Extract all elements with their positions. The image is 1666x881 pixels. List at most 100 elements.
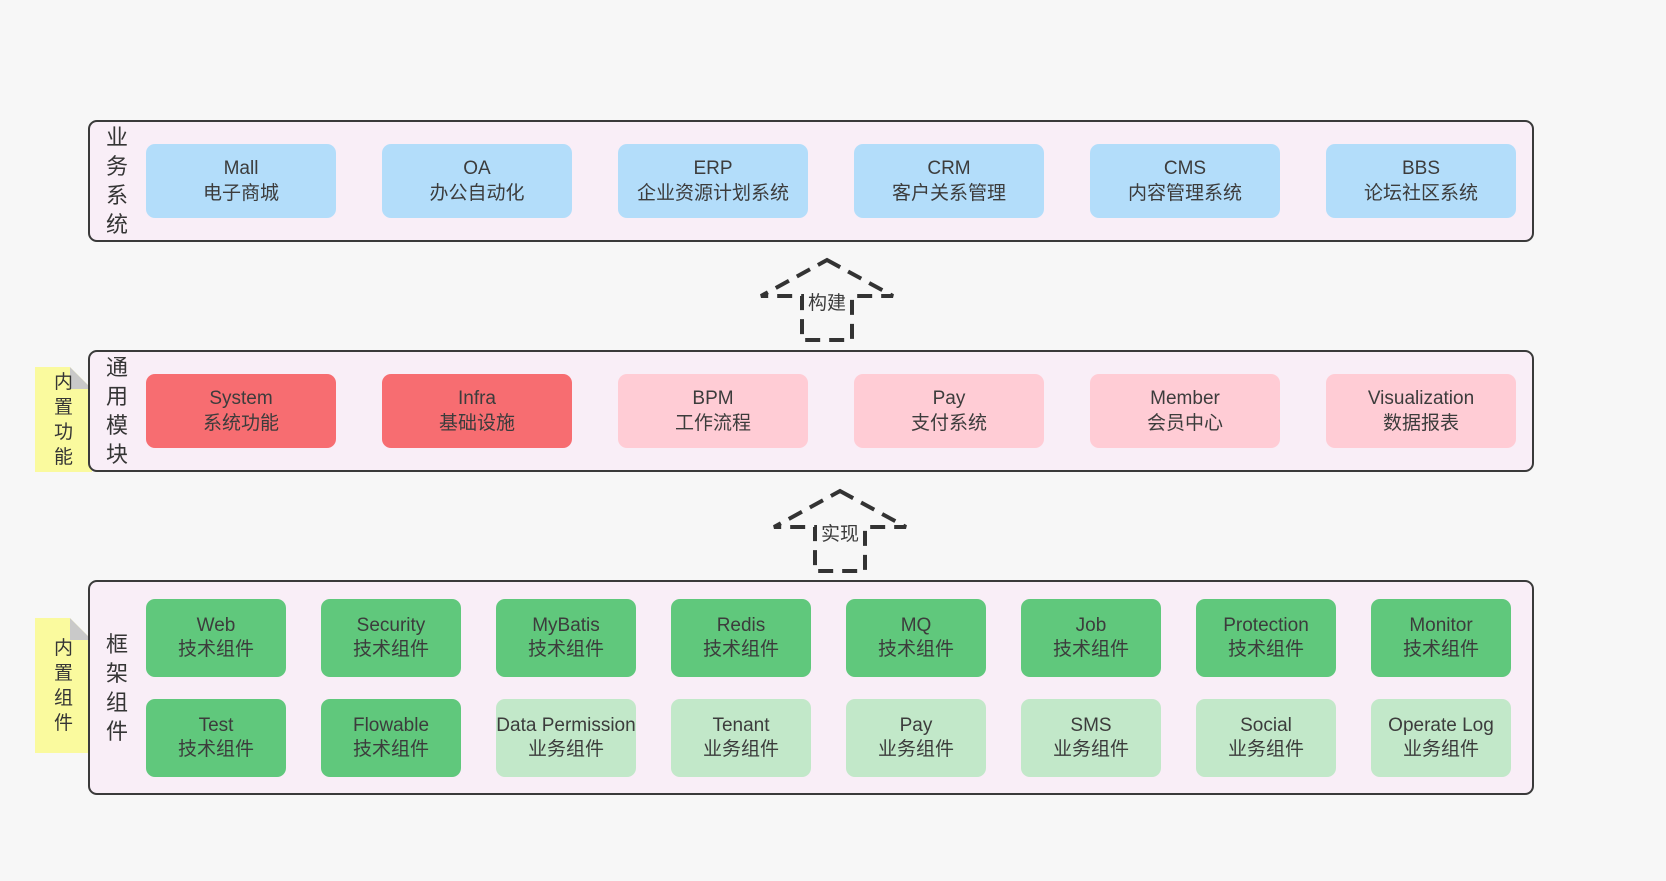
box-subtitle: 技术组件 bbox=[352, 738, 429, 760]
box-subtitle: 内容管理系统 bbox=[1127, 183, 1242, 204]
box-title: Mall bbox=[223, 158, 259, 179]
box-title: Infra bbox=[457, 388, 497, 409]
box-subtitle: 电子商城 bbox=[202, 183, 279, 204]
box-subtitle: 论坛社区系统 bbox=[1363, 183, 1478, 204]
box-title: Monitor bbox=[1409, 614, 1473, 636]
layer-label: 业 务 系 统 bbox=[105, 125, 128, 237]
arrow-label: 构建 bbox=[804, 288, 850, 315]
box-subtitle: 技术组件 bbox=[877, 638, 954, 660]
box-title: OA bbox=[463, 158, 491, 179]
box-title: CMS bbox=[1163, 158, 1207, 179]
box-title: Pay bbox=[899, 714, 933, 736]
box-title: Test bbox=[198, 714, 234, 736]
layer-common-modules: 通 用 模 块 System 系统功能 Infra 基础设施 BPM 工作流程 Pay 支付系… bbox=[88, 350, 1534, 472]
box-title: Social bbox=[1240, 714, 1292, 736]
box-subtitle: 工作流程 bbox=[674, 413, 751, 434]
box-title: System bbox=[209, 388, 273, 409]
box-subtitle: 企业资源计划系统 bbox=[636, 183, 789, 204]
box-subtitle: 客户关系管理 bbox=[891, 183, 1006, 204]
box-subtitle: 技术组件 bbox=[177, 638, 254, 660]
box-subtitle: 系统功能 bbox=[202, 413, 279, 434]
box-subtitle: 业务组件 bbox=[1227, 738, 1304, 760]
implement-arrow: 实现 bbox=[770, 487, 910, 575]
box-title: Visualization bbox=[1367, 388, 1475, 409]
module-box-bbs: BBS 论坛社区系统 bbox=[1326, 144, 1516, 218]
module-box-mall: Mall 电子商城 bbox=[146, 144, 336, 218]
layer-boxes: Mall 电子商城 OA 办公自动化 ERP 企业资源计划系统 CRM 客户关系管理 CMS 内容… bbox=[146, 122, 1526, 240]
box-title: Web bbox=[196, 614, 236, 636]
box-title: CRM bbox=[927, 158, 971, 179]
box-subtitle: 业务组件 bbox=[877, 738, 954, 760]
layer-label: 框 架 组 件 bbox=[105, 631, 128, 744]
box-subtitle: 技术组件 bbox=[352, 638, 429, 660]
box-subtitle: 技术组件 bbox=[177, 738, 254, 760]
box-title: Protection bbox=[1223, 614, 1309, 636]
arrow-label: 实现 bbox=[817, 519, 863, 546]
module-box-visualization: Visualization 数据报表 bbox=[1326, 374, 1516, 448]
box-subtitle: 办公自动化 bbox=[429, 183, 525, 204]
box-title: SMS bbox=[1070, 714, 1112, 736]
build-arrow: 构建 bbox=[757, 256, 897, 344]
box-subtitle: 技术组件 bbox=[1052, 638, 1129, 660]
module-box-infra: Infra 基础设施 bbox=[382, 374, 572, 448]
box-subtitle: 技术组件 bbox=[1402, 638, 1479, 660]
box-title: ERP bbox=[693, 158, 733, 179]
box-title: Security bbox=[356, 614, 426, 636]
box-title: Pay bbox=[932, 388, 966, 409]
box-subtitle: 业务组件 bbox=[527, 738, 604, 760]
box-subtitle: 基础设施 bbox=[438, 413, 515, 434]
box-title: Data Permission bbox=[496, 714, 636, 736]
box-title: Redis bbox=[716, 614, 766, 636]
box-row: Mall 电子商城 OA 办公自动化 ERP 企业资源计划系统 CRM 客户关系管理 CMS 内容… bbox=[146, 144, 1526, 218]
box-subtitle: 会员中心 bbox=[1146, 413, 1223, 434]
box-subtitle: 支付系统 bbox=[910, 413, 987, 434]
sticky-note-built-in-features: 内 置 功 能 bbox=[35, 367, 92, 472]
module-box-oa: OA 办公自动化 bbox=[382, 144, 572, 218]
sticky-note-text: 内 置 组 件 bbox=[53, 637, 73, 734]
layer-business-systems: 业 务 系 统 Mall 电子商城 OA 办公自动化 ERP 企业资源计划系统 CRM 客户关… bbox=[88, 120, 1534, 242]
box-title: BBS bbox=[1401, 158, 1441, 179]
layer-label: 通 用 模 块 bbox=[105, 355, 128, 467]
module-box-bpm: BPM 工作流程 bbox=[618, 374, 808, 448]
box-title: BPM bbox=[692, 388, 734, 409]
box-subtitle: 技术组件 bbox=[702, 638, 779, 660]
module-box-pay: Pay 支付系统 bbox=[854, 374, 1044, 448]
sticky-note-built-in-components: 内 置 组 件 bbox=[35, 618, 92, 753]
module-box-crm: CRM 客户关系管理 bbox=[854, 144, 1044, 218]
module-box-erp: ERP 企业资源计划系统 bbox=[618, 144, 808, 218]
box-title: Job bbox=[1075, 614, 1107, 636]
box-subtitle: 数据报表 bbox=[1382, 413, 1459, 434]
module-box-system: System 系统功能 bbox=[146, 374, 336, 448]
module-box-cms: CMS 内容管理系统 bbox=[1090, 144, 1280, 218]
box-title: Flowable bbox=[352, 714, 430, 736]
box-subtitle: 业务组件 bbox=[1052, 738, 1129, 760]
box-subtitle: 技术组件 bbox=[1227, 638, 1304, 660]
box-subtitle: 业务组件 bbox=[702, 738, 779, 760]
box-title: Operate Log bbox=[1388, 714, 1494, 736]
box-title: MyBatis bbox=[532, 614, 600, 636]
box-title: Tenant bbox=[712, 714, 770, 736]
box-title: MQ bbox=[900, 614, 932, 636]
